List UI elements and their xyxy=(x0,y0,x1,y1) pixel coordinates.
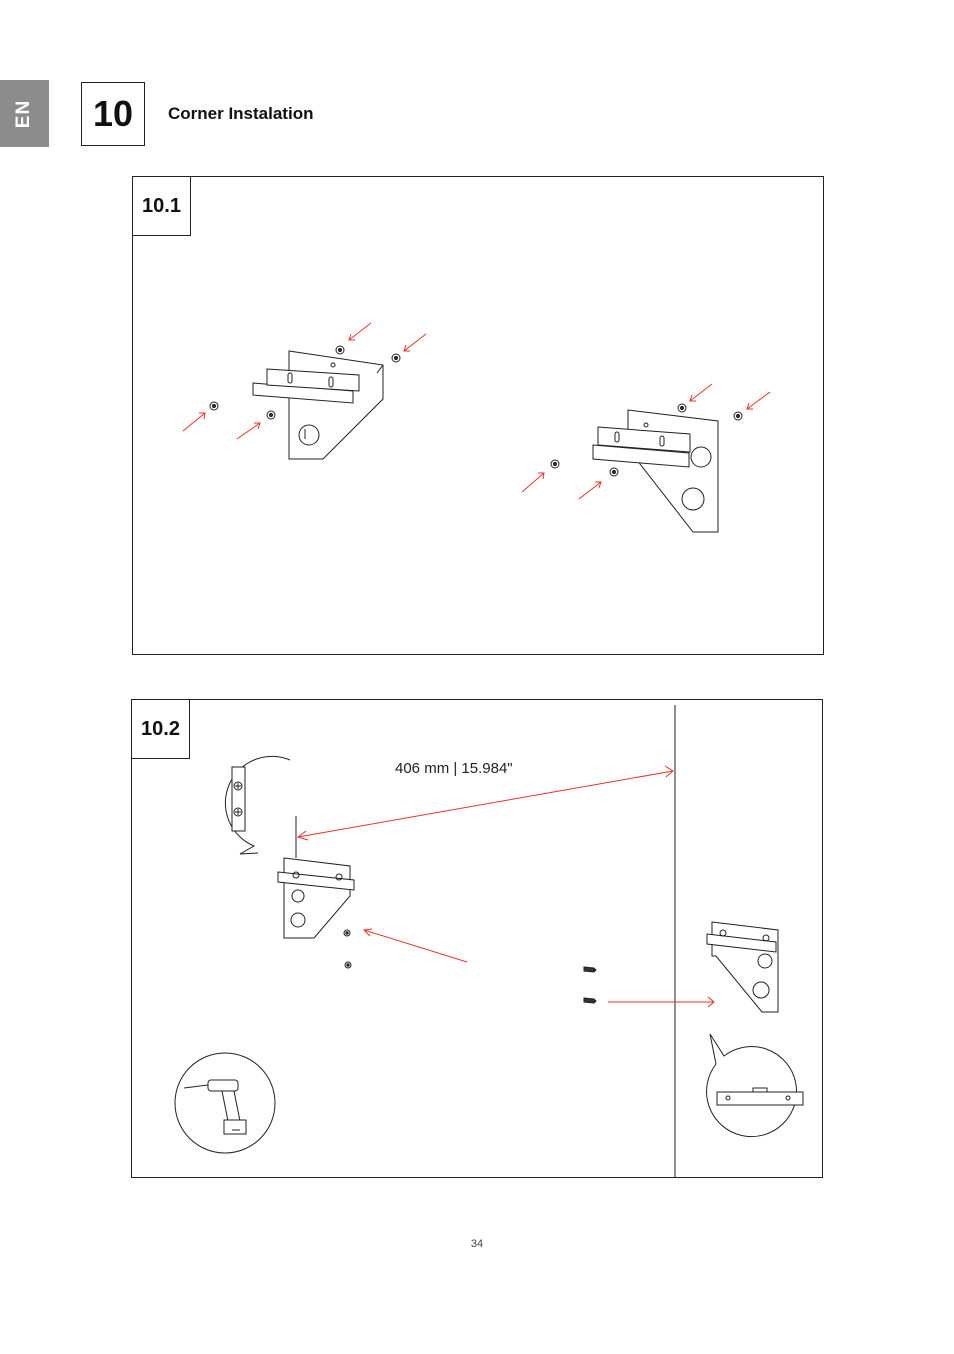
step-title: Corner Instalation xyxy=(168,104,313,124)
language-tab-label: EN xyxy=(14,99,36,127)
fasteners-10-2 xyxy=(344,930,596,1003)
step-number: 10 xyxy=(93,93,133,135)
zoom-bubble-screw-slot xyxy=(225,756,290,854)
step-number-box: 10 xyxy=(81,82,145,146)
zoom-bubble-level xyxy=(707,1034,803,1137)
drill-icon-circle xyxy=(175,1053,275,1153)
panel-10-2: 10.2 406 mm | 15.984" xyxy=(131,699,823,1178)
bracket-mounted-right xyxy=(707,922,778,1012)
illustration-bracket-assembly xyxy=(133,177,825,656)
language-tab: EN xyxy=(0,80,49,147)
red-arrows-10-2 xyxy=(298,766,714,1007)
panel-10-1: 10.1 xyxy=(132,176,824,655)
illustration-wall-mounting xyxy=(132,700,824,1179)
bracket-illustration-left xyxy=(253,351,383,459)
page-number: 34 xyxy=(0,1238,954,1250)
